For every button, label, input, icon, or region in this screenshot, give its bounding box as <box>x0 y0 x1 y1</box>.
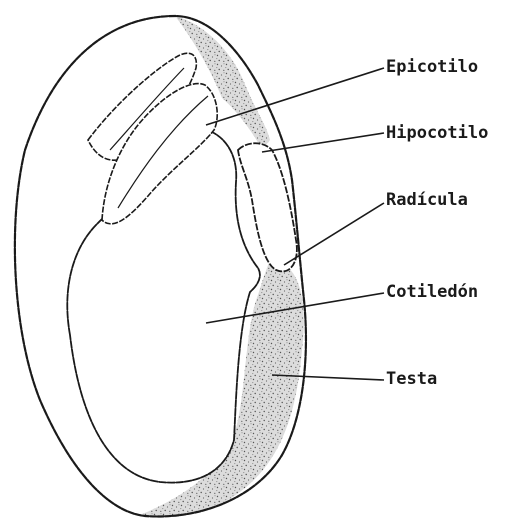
label-hipocotilo: Hipocotilo <box>386 123 488 143</box>
label-radicula: Radícula <box>386 190 468 210</box>
label-cotiledon: Cotiledón <box>386 282 478 302</box>
label-testa: Testa <box>386 369 437 389</box>
label-epicotilo: Epicotilo <box>386 57 478 77</box>
cotyledon-shape <box>67 132 260 483</box>
leader-line-radicula <box>284 203 384 265</box>
